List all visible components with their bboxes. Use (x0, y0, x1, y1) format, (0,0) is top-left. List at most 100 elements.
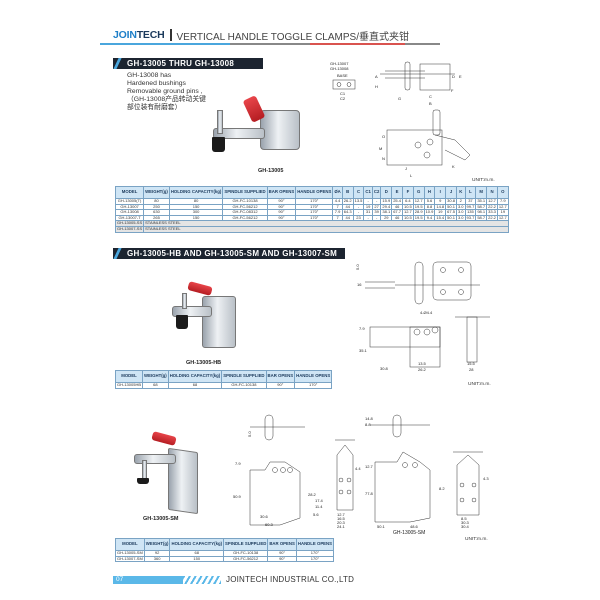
svg-text:BASE: BASE (337, 73, 348, 78)
svg-text:30.6: 30.6 (260, 514, 269, 519)
brand-logo: JOINTECH (113, 29, 165, 41)
svg-text:48.6: 48.6 (410, 524, 419, 529)
svg-text:30.8: 30.8 (380, 366, 389, 371)
company-name: JOINTECH INDUSTRIAL CO.,LTD (226, 575, 355, 584)
svg-text:15.5: 15.5 (467, 361, 476, 366)
svg-text:8.8: 8.8 (365, 422, 371, 427)
svg-text:12.7: 12.7 (365, 464, 374, 469)
svg-text:26.2: 26.2 (418, 367, 427, 372)
rubber-tip (137, 478, 149, 484)
product-photo-gh-13005-sm (132, 431, 212, 515)
svg-text:30.4: 30.4 (461, 524, 470, 529)
svg-text:M: M (379, 146, 382, 151)
svg-text:24.1: 24.1 (337, 524, 346, 528)
header-rule-red (310, 43, 405, 45)
svg-text:K: K (452, 164, 455, 169)
clamp-arm (134, 454, 176, 464)
clamp-arm (172, 306, 212, 317)
clamp-base (260, 110, 300, 150)
product-photo-gh-13005-hb (170, 281, 240, 352)
svg-text:14.8: 14.8 (365, 416, 374, 421)
page-title: VERTICAL HANDLE TOGGLE CLAMPS/垂直式夹钳 (176, 31, 409, 43)
svg-text:13.5: 13.5 (418, 361, 427, 366)
svg-text:4.4: 4.4 (355, 466, 361, 471)
svg-text:28: 28 (469, 367, 474, 372)
svg-text:35.1: 35.1 (359, 348, 368, 353)
header-divider (169, 29, 172, 41)
svg-text:12.7: 12.7 (337, 512, 346, 517)
svg-text:11.4: 11.4 (315, 504, 323, 509)
svg-text:16: 16 (357, 282, 362, 287)
svg-text:O: O (382, 134, 385, 139)
svg-text:E: E (459, 74, 462, 79)
svg-text:4.3: 4.3 (483, 476, 489, 481)
svg-text:60.3: 60.3 (265, 522, 274, 527)
photo-caption: GH-13005-HB (186, 360, 222, 366)
svg-text:5.0: 5.0 (355, 264, 360, 270)
table-row-stainless: GH-13007-SS STAINLESS STEEL (114, 226, 509, 233)
svg-text:GH-13007: GH-13007 (330, 61, 349, 66)
page-header: JOINTECH VERTICAL HANDLE TOGGLE CLAMPS/垂… (113, 28, 409, 43)
spec-table-13005-13008: MODEL WEIGHT(g) HOLDING CAPACITY(kg) SPI… (114, 186, 509, 233)
technical-drawing-13005-hb: 5.0 16 4-Ø4.4 7.9 35.1 30.8 13.5 26.2 15… (355, 261, 490, 372)
photo-caption: GH-13005-SM (143, 516, 179, 522)
svg-text:8.2: 8.2 (439, 486, 445, 491)
product-photo-gh-13005 (205, 92, 305, 162)
svg-text:5.6: 5.6 (313, 512, 319, 517)
svg-text:5.0: 5.0 (247, 431, 252, 437)
section-banner-13005-13008: GH-13005 THRU GH-13008 (113, 58, 263, 69)
red-handle-icon (187, 281, 213, 296)
svg-text:L: L (410, 173, 413, 178)
svg-text:8.5: 8.5 (461, 516, 467, 521)
clamp-body (202, 296, 236, 348)
svg-text:50.9: 50.9 (233, 494, 242, 499)
svg-text:C: C (429, 94, 432, 99)
svg-text:C1: C1 (340, 91, 346, 96)
svg-text:C2: C2 (340, 96, 346, 101)
svg-text:H: H (375, 84, 378, 89)
spindle-bolt (217, 110, 223, 134)
unit-label: UNIT:m.m. (465, 537, 488, 542)
drawing-caption: GH-13005-SM (393, 530, 426, 536)
svg-text:17.4: 17.4 (315, 498, 324, 503)
footer-page-bar (113, 576, 183, 584)
svg-text:20.3: 20.3 (337, 520, 346, 525)
svg-text:7.9: 7.9 (235, 461, 241, 466)
svg-text:D: D (452, 74, 455, 79)
section-banner-hb-sm: GH-13005-HB AND GH-13005-SM AND GH-13007… (113, 248, 345, 259)
unit-label: UNIT:m.m. (468, 382, 491, 387)
footer-stripes (183, 576, 221, 584)
page-number: 07 (116, 576, 124, 583)
unit-label: UNIT:m.m. (472, 178, 495, 183)
header-rule-blue (100, 43, 230, 45)
svg-text:16.5: 16.5 (337, 516, 346, 521)
svg-text:N: N (382, 156, 385, 161)
red-handle-icon (151, 431, 177, 446)
svg-text:77.8: 77.8 (365, 491, 374, 496)
svg-text:J: J (405, 166, 407, 171)
photo-caption: GH-13005 (258, 168, 284, 174)
spindle-bolt (182, 293, 187, 309)
svg-text:4-Ø4.4: 4-Ø4.4 (420, 310, 433, 315)
svg-text:A: A (375, 74, 378, 79)
svg-text:50.1: 50.1 (377, 524, 386, 529)
table-header-row: MODEL WEIGHT(g) HOLDING CAPACITY(kg) SPI… (114, 186, 509, 199)
feature-note: GH-13008 has Hardened bushings Removable… (127, 72, 206, 111)
rubber-tip (176, 315, 188, 329)
svg-text:F: F (451, 88, 454, 93)
svg-text:GH-13008: GH-13008 (330, 66, 349, 71)
technical-drawing-13007-sm: 14.8 8.8 12.7 77.8 50.1 48.6 8.2 4.3 8.5… (365, 414, 489, 529)
clamp-arm (213, 128, 265, 139)
svg-text:30.3: 30.3 (461, 520, 470, 525)
rubber-tip (212, 137, 225, 152)
svg-text:G: G (398, 96, 401, 101)
svg-text:7.9: 7.9 (359, 326, 365, 331)
technical-drawing-13005-sm: 5.0 7.9 50.9 30.6 60.3 28.2 17.4 11.4 5.… (233, 414, 361, 528)
